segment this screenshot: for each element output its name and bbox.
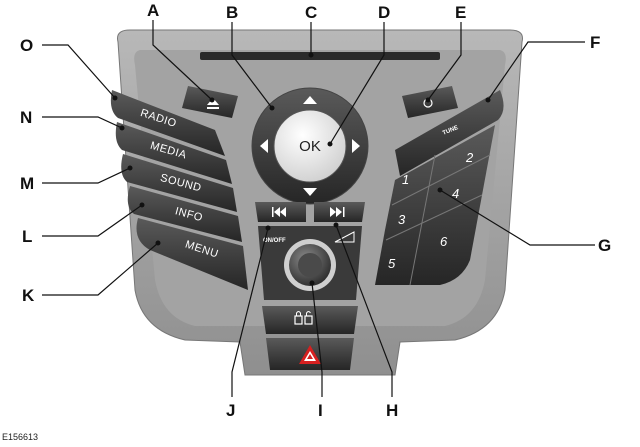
callout-j: J (226, 401, 235, 420)
tune-label: TUNE (442, 125, 459, 137)
menu-button[interactable] (136, 218, 249, 290)
preset-1[interactable]: 1 (402, 172, 409, 187)
lock-button[interactable] (262, 306, 358, 334)
left-button-column: RADIO MEDIA SOUND INFO MENU (110, 90, 249, 290)
callout-h: H (386, 401, 398, 420)
tune-button[interactable] (395, 90, 504, 176)
skip-back-icon (272, 207, 286, 217)
preset-2[interactable]: 2 (465, 150, 474, 165)
ok-button[interactable] (273, 109, 347, 183)
skip-forward-icon (330, 207, 345, 217)
ok-label: OK (299, 138, 321, 155)
callout-k: K (22, 286, 35, 305)
figure-code: E156613 (2, 432, 39, 442)
callout-g: G (598, 236, 611, 255)
eject-icon (207, 98, 219, 109)
callout-i: I (318, 401, 323, 420)
volume-knob-center (298, 253, 322, 277)
callout-l: L (22, 227, 32, 246)
preset-5[interactable]: 5 (388, 256, 396, 271)
callout-m: M (20, 174, 34, 193)
preset-block (375, 125, 495, 285)
callout-f: F (590, 33, 600, 52)
preset-3[interactable]: 3 (398, 212, 406, 227)
radio-button[interactable] (110, 90, 225, 156)
callout-d: D (378, 3, 390, 22)
callout-c: C (305, 3, 317, 22)
preset-divider (385, 194, 483, 241)
clock-button[interactable] (402, 86, 458, 118)
media-button[interactable] (115, 122, 232, 184)
info-button[interactable] (127, 186, 242, 242)
nav-down-icon (303, 188, 317, 196)
preset-4[interactable]: 4 (452, 186, 459, 201)
cd-slot (200, 52, 440, 60)
preset-divider (391, 154, 491, 206)
volume-ramp-icon (334, 231, 355, 243)
on-off-label: ON/OFF (263, 238, 286, 244)
nav-up-icon (303, 96, 317, 104)
callout-o: O (20, 36, 33, 55)
preset-divider (409, 154, 436, 286)
leader-lines (42, 20, 595, 397)
nav-right-icon (352, 139, 360, 153)
preset-6[interactable]: 6 (440, 234, 448, 249)
callout-e: E (455, 3, 466, 22)
preset-keypad: TUNE 1 2 3 4 5 6 (375, 90, 504, 286)
nav-left-icon (260, 139, 268, 153)
sound-button[interactable] (121, 154, 237, 212)
callout-n: N (20, 108, 32, 127)
lock-icon (294, 311, 313, 325)
callout-b: B (226, 3, 238, 22)
callout-a: A (147, 1, 159, 20)
hazard-icon (299, 345, 321, 364)
